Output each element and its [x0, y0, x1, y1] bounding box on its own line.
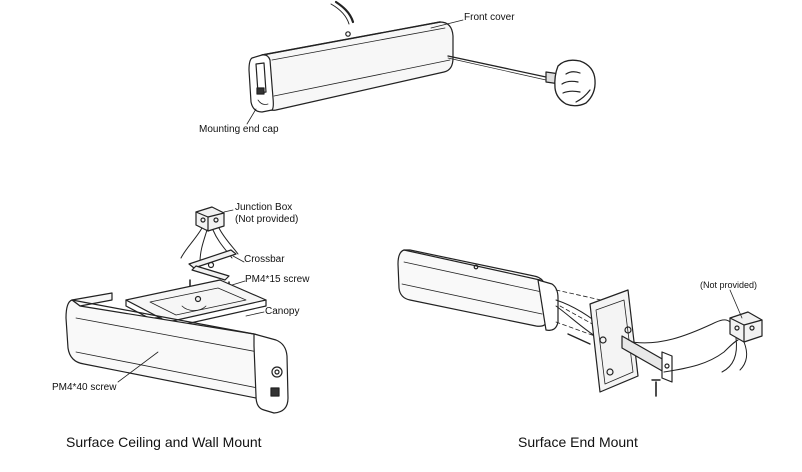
end-mount	[397, 249, 763, 397]
label-pm4-40-screw: PM4*40 screw	[52, 382, 117, 393]
ceiling-wall-mount	[65, 206, 289, 414]
top-fixture	[246, 0, 596, 125]
label-not-provided: (Not provided)	[700, 280, 758, 290]
label-mounting-end-cap: Mounting end cap	[199, 124, 279, 135]
caption-surface-ceiling-wall-mount: Surface Ceiling and Wall Mount	[66, 434, 262, 450]
caption-surface-end-mount: Surface End Mount	[518, 434, 638, 450]
label-junction-box: Junction Box	[235, 202, 293, 213]
label-front-cover: Front cover	[464, 12, 515, 23]
label-crossbar: Crossbar	[244, 254, 285, 265]
label-canopy: Canopy	[265, 306, 300, 317]
label-junction-box-not-provided: (Not provided)	[235, 214, 299, 225]
label-pm4-15-screw: PM4*15 screw	[245, 274, 310, 285]
